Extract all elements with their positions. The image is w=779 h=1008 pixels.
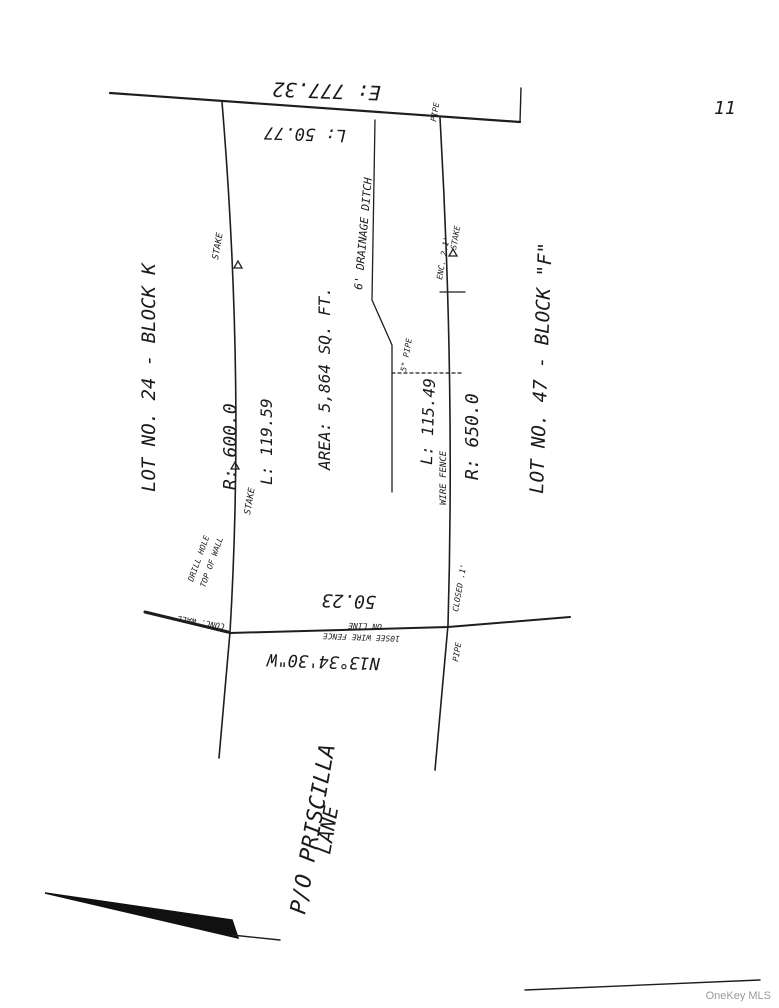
- east-radius-label: R: 650.0: [462, 393, 483, 480]
- east-pipe-top-label: PIPE: [429, 102, 441, 123]
- north-tick-right: [519, 87, 522, 123]
- south-pipe-label: PIPE: [451, 642, 463, 663]
- bottom-rule: [524, 979, 761, 991]
- east-boundary-line: [434, 117, 452, 771]
- south-corner-east-label: CLOSED .1': [451, 563, 468, 612]
- south-length-label: 50.23: [321, 589, 376, 612]
- watermark: OneKey MLS: [705, 990, 771, 1002]
- north-bearing-label: E: 777.32: [272, 77, 381, 105]
- east-stake-label: STAKE: [449, 225, 462, 250]
- east-fence-label: WIRE FENCE: [439, 450, 449, 505]
- east-encroachment-label: ENC. 2.1': [435, 236, 451, 280]
- conc-wall-label: CONC. WALL: [176, 614, 225, 631]
- east-length-label: L: 115.49: [417, 378, 439, 465]
- page-number: 11: [714, 98, 736, 119]
- area-label: AREA: 5,864 SQ. FT.: [315, 287, 334, 471]
- west-lot-label: LOT NO. 24 - BLOCK K: [138, 262, 160, 492]
- south-fence-note-2: 10SEE WIRE FENCE: [323, 631, 401, 643]
- north-arrow-shaft: [231, 934, 281, 941]
- west-length-label: L: 119.59: [257, 398, 276, 485]
- drainage-ditch-label: 6' DRAINAGE DITCH: [352, 177, 375, 291]
- stake-marker-west-top: [232, 259, 244, 269]
- west-stake-bottom-label: STAKE: [243, 487, 258, 516]
- south-fence-note: ON LINE: [348, 621, 382, 631]
- stake-marker-west-bottom: [229, 460, 241, 470]
- south-bearing-label: N13°34'30"W: [265, 649, 381, 673]
- drainage-ditch-line: [371, 119, 393, 493]
- west-boundary-line: [218, 101, 237, 759]
- west-stake-top-label: STAKE: [211, 232, 226, 261]
- east-lot-label: LOT NO. 47 - BLOCK "F": [526, 242, 557, 494]
- north-boundary-line: [108, 91, 522, 124]
- pipe-5in-label: 5" PIPE: [399, 337, 414, 372]
- south-wall-stub: [143, 610, 230, 634]
- north-length-label: L: 50.77: [263, 122, 346, 145]
- north-arrow-icon: [44, 892, 240, 940]
- west-radius-label: R: 600.0: [220, 403, 241, 490]
- stake-marker-east: [447, 247, 459, 257]
